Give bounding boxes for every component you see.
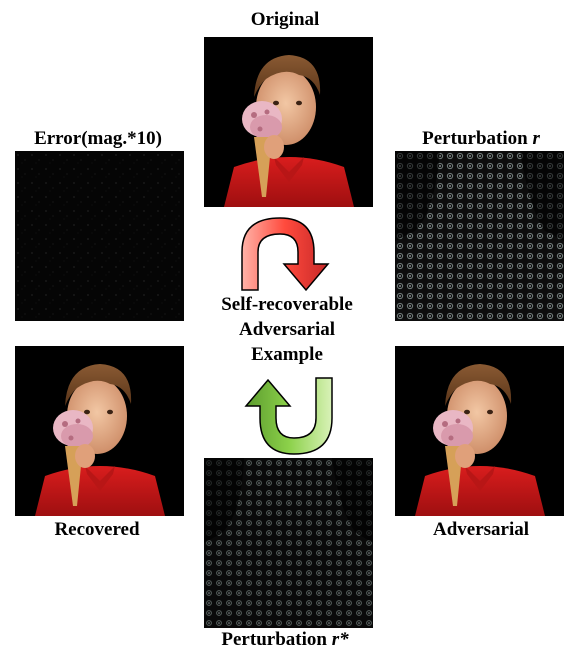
label-perturbation-r: Perturbation r [396,129,566,148]
label-adversarial: Adversarial [396,520,566,539]
error-image [15,151,184,321]
perturbation-rstar-image [204,458,373,628]
label-perturbation-rstar-var: r* [332,629,349,650]
center-caption-line-2: Adversarial [188,317,386,342]
label-recovered: Recovered [12,520,182,539]
label-perturbation-r-prefix: Perturbation [422,128,532,149]
recovered-image [15,346,184,516]
original-image [204,37,373,207]
center-caption-line-3: Example [188,342,386,367]
center-caption-line-1: Self-recoverable [188,292,386,317]
label-original: Original [205,10,365,29]
adversarial-image [395,346,564,516]
red-curved-arrow-icon [236,212,336,292]
center-caption: Self-recoverable Adversarial Example [188,292,386,367]
label-error: Error(mag.*10) [8,129,188,148]
label-perturbation-rstar-prefix: Perturbation [221,629,331,650]
label-perturbation-rstar: Perturbation r* [195,630,375,649]
label-perturbation-r-var: r [532,128,539,149]
perturbation-r-image [395,151,564,321]
green-curved-arrow-icon [238,374,338,460]
